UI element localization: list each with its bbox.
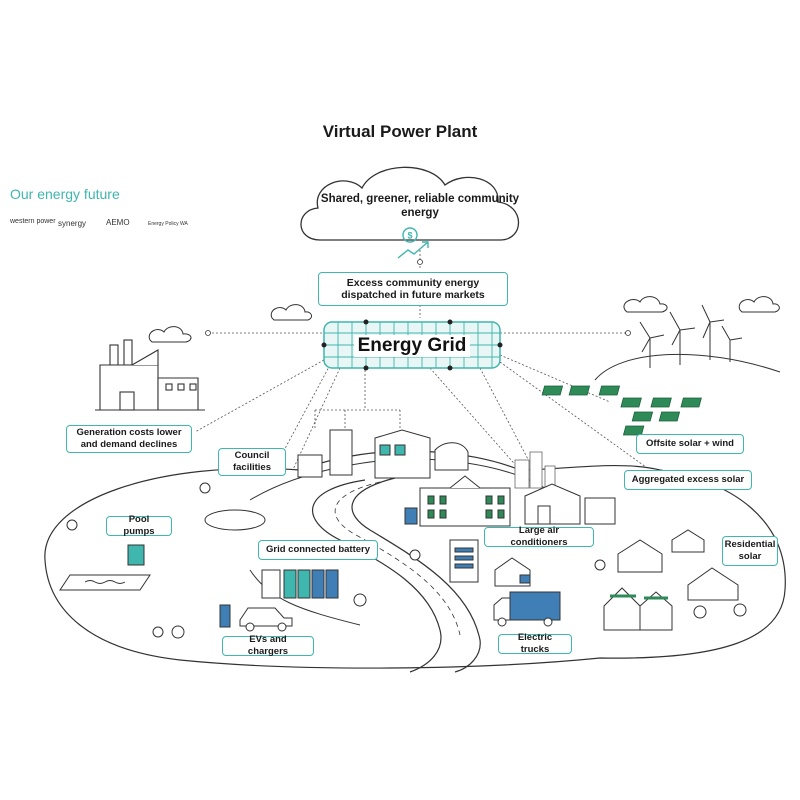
dollar-trend-icon [397,227,429,259]
callout-generation: Generation costs lower and demand declin… [66,425,192,453]
energy-policy-wa-logo: Energy Policy WA [148,221,188,227]
callout-offsite: Offsite solar + wind [636,434,744,454]
brand-tagline: Our energy future [10,186,120,202]
aircon-building [449,539,531,587]
swimming-pool [59,574,151,591]
aemo-logo: AEMO [106,218,130,227]
cloud-shape [300,166,520,241]
electric-truck [493,591,561,627]
connector-dots [205,259,631,336]
callout-aggregated: Aggregated excess solar [624,470,752,490]
western-power-logo: western power [10,218,56,225]
trees [66,482,747,639]
partner-logos: western power synergy AEMO Energy Policy… [10,214,200,234]
callout-council: Council facilities [218,448,286,476]
factory [95,339,205,411]
offsite-solar-panels [541,385,702,436]
page-title: Virtual Power Plant [322,122,478,141]
residential-houses [603,529,739,631]
shop-building [524,483,616,525]
wind-turbines [639,304,743,368]
callout-pool: Pool pumps [106,514,172,537]
city-skyline [514,451,556,489]
battery-units [261,569,339,599]
synergy-logo: synergy [58,219,87,228]
energy-grid-label: Energy Grid [324,326,500,366]
callout-battery: Grid connected battery [258,540,378,560]
callout-residential: Residential solar [722,536,778,566]
wind-hill [594,353,781,381]
council-buildings [297,429,469,479]
pool-pump [127,544,145,566]
small-clouds [148,296,780,343]
callout-evs: EVs and chargers [222,634,314,657]
road [312,479,442,673]
pond [204,509,266,531]
ev-charger [219,604,293,632]
callout-aircon: Large air conditioners [484,525,594,548]
svg-text:$: $ [407,231,412,241]
large-building [404,475,511,527]
cloud-text: Shared, greener, reliable community ener… [320,193,520,219]
callout-markets: Excess community energy dispatched in fu… [318,272,508,306]
callout-trucks: Electric trucks [498,632,572,655]
